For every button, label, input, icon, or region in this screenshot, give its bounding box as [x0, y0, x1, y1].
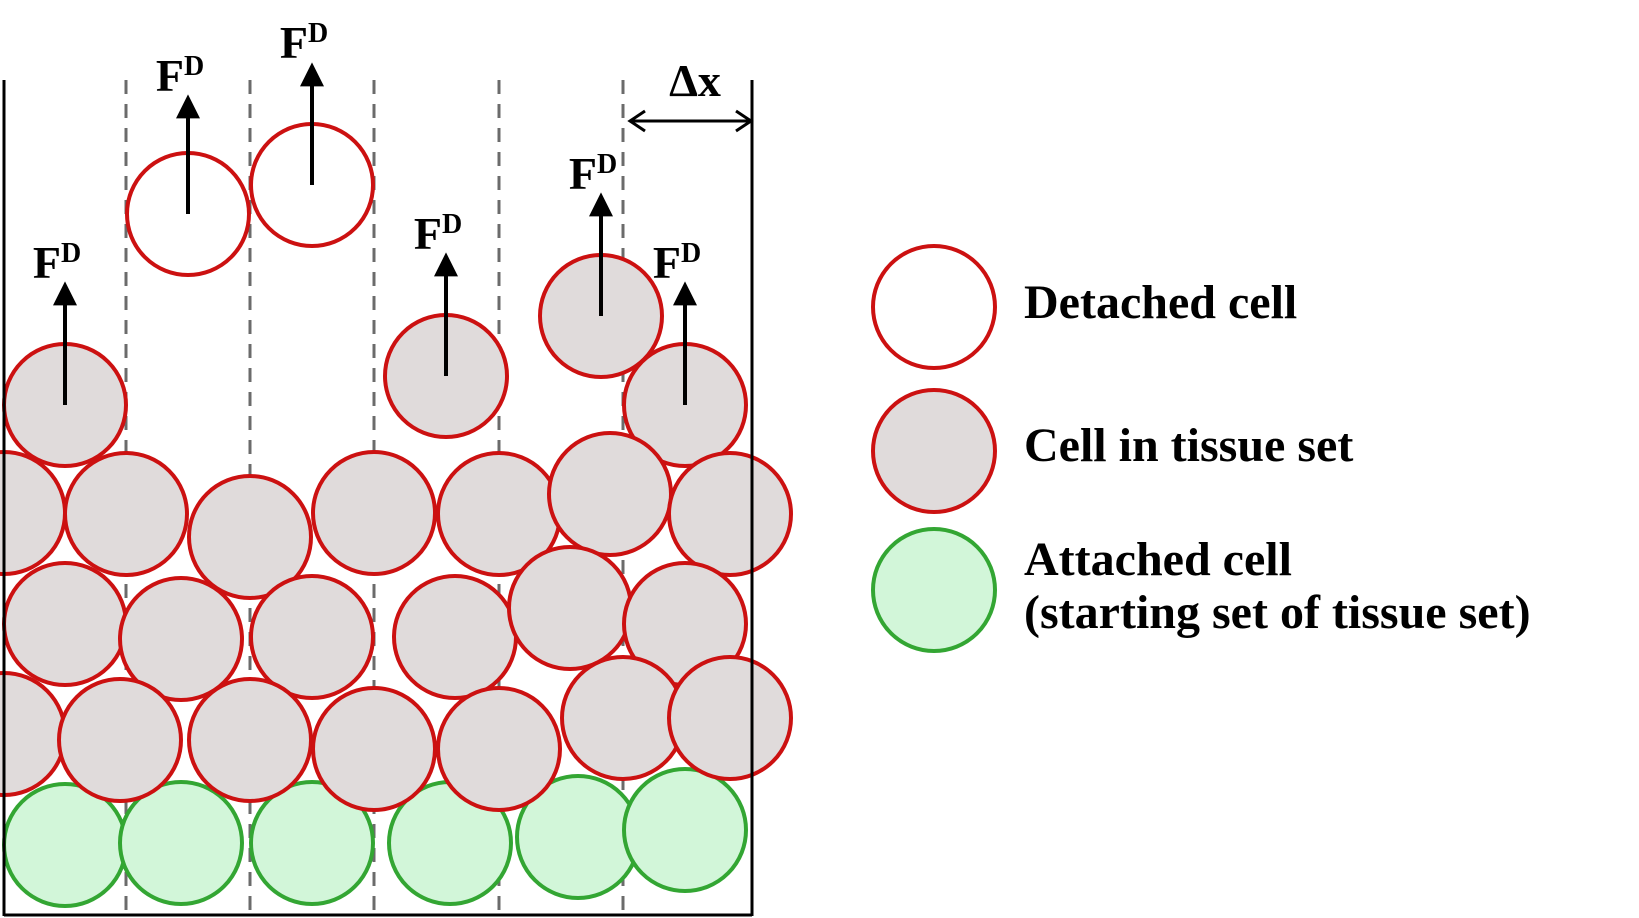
legend-detached-swatch — [871, 244, 997, 370]
tissue-cells — [0, 253, 793, 812]
tissue-cell — [187, 474, 313, 600]
legend-attached-swatch — [871, 527, 997, 653]
tissue-cell — [2, 561, 128, 687]
tissue-cell — [311, 450, 437, 576]
force-label: FD — [156, 50, 204, 101]
dx-dimension: Δx — [627, 55, 754, 133]
attached-cell — [622, 767, 748, 893]
legend-attached-sublabel: (starting set of tissue set) — [1024, 586, 1531, 639]
detachment-forces: FD FD FD FD FD FD — [33, 17, 701, 405]
legend-tissue-swatch — [871, 388, 997, 514]
tissue-cell — [118, 576, 244, 702]
tissue-cell — [57, 677, 183, 803]
force-label: FD — [33, 237, 81, 288]
tissue-cell — [507, 545, 633, 671]
tissue-cell — [63, 451, 189, 577]
tissue-cell — [249, 574, 375, 700]
dx-label: Δx — [669, 55, 721, 106]
tissue-cell — [667, 655, 793, 781]
legend-tissue-label: Cell in tissue set — [1024, 419, 1353, 472]
legend-detached-label: Detached cell — [1024, 276, 1297, 329]
force-label: FD — [280, 17, 328, 68]
force-label: FD — [569, 148, 617, 199]
tissue-cell — [667, 451, 793, 577]
tissue-cell — [0, 671, 67, 797]
legend-attached-label: Attached cell — [1024, 533, 1292, 586]
tissue-cell — [560, 655, 686, 781]
legend: Detached cell Cell in tissue set Attache… — [871, 244, 1531, 653]
tissue-cell — [392, 574, 518, 700]
attached-cell — [118, 780, 244, 906]
tissue-cell — [547, 431, 673, 557]
attached-cell — [2, 782, 128, 908]
tissue-cell — [436, 686, 562, 812]
force-label: FD — [414, 208, 462, 259]
tissue-cell — [311, 686, 437, 812]
attached-cell — [249, 780, 375, 906]
tissue-cell — [187, 677, 313, 803]
tissue-cell — [0, 450, 67, 576]
force-label: FD — [653, 237, 701, 288]
